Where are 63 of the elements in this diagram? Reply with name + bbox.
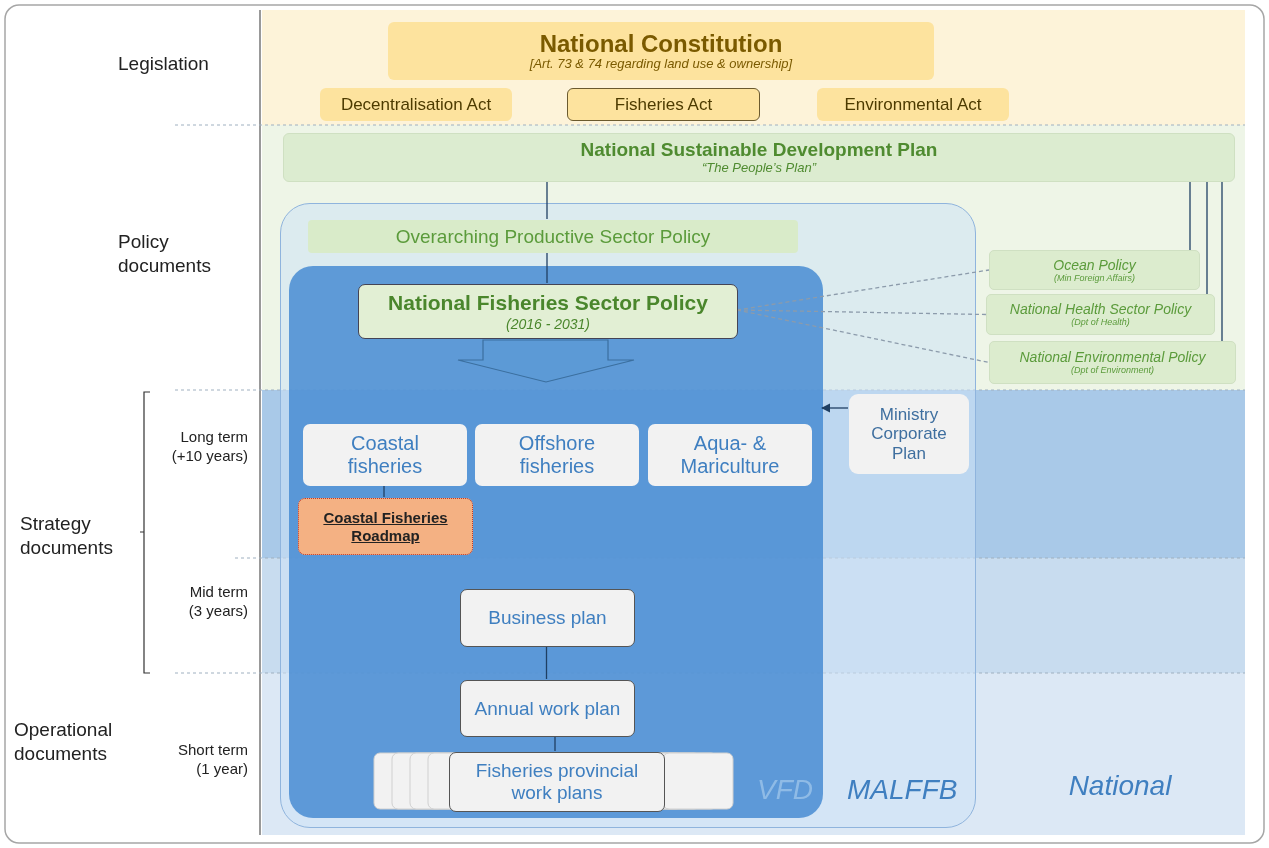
connector-line: [1206, 181, 1208, 295]
connector-line: [1189, 181, 1191, 251]
box-label: Decentralisation Act: [339, 94, 493, 115]
policy-box: [358, 284, 738, 339]
document-title: National Health Sector Policy: [1008, 301, 1193, 318]
policy-box: [986, 294, 1215, 335]
box-label: Aqua- & Mariculture: [679, 432, 781, 478]
box-label: Coastal fisheries: [346, 432, 424, 478]
connector-line: [546, 251, 548, 284]
box-label: Overarching Productive Sector Policy: [394, 225, 712, 248]
document-subtitle: (Dpt of Environment): [1070, 365, 1155, 376]
box-label: Fisheries Act: [613, 94, 714, 115]
document-subtitle: “The People’s Plan”: [701, 160, 817, 176]
policy-box: [308, 220, 798, 253]
document-subtitle: [Art. 73 & 74 regarding land use & ownership]: [528, 57, 794, 73]
box-label: Ministry Corporate Plan: [870, 404, 948, 464]
row-label: Legislation: [118, 52, 210, 76]
connector-line: [545, 645, 548, 680]
document-box: [388, 22, 934, 80]
document-title: National Constitution: [538, 29, 784, 58]
box-label: Coastal Fisheries Roadmap: [322, 509, 449, 544]
strategy-box: [475, 424, 639, 486]
document-title: National Sustainable Development Plan: [579, 139, 939, 161]
strategy-box: [648, 424, 812, 486]
dashed-connector: [736, 309, 990, 364]
row-label: Long term (+10 years): [170, 428, 248, 466]
document-title: Ocean Policy: [1052, 256, 1138, 273]
box-label: Fisheries provincial work plans: [474, 760, 640, 804]
connector-line: [1221, 181, 1223, 342]
document-subtitle: (2016 - 2031): [504, 315, 592, 332]
connector-line: [554, 735, 556, 752]
plan-box: [849, 394, 969, 474]
connector-line: [546, 181, 548, 220]
document-box: [817, 88, 1009, 121]
document-subtitle: (Min Foreign Affairs): [1052, 272, 1136, 284]
plan-box: [460, 589, 635, 647]
box-label: Environmental Act: [843, 94, 983, 115]
plan-box: [283, 133, 1235, 182]
plan-box: [449, 752, 665, 812]
box-label: Business plan: [487, 607, 608, 629]
connector-line: [383, 484, 385, 498]
document-title: National Environmental Policy: [1018, 349, 1207, 366]
document-box: [567, 88, 760, 121]
box-label: Offshore fisheries: [517, 432, 597, 478]
box-label: Annual work plan: [473, 697, 622, 720]
row-label: Strategy documents: [20, 512, 114, 560]
region-label: MALFFB: [847, 774, 958, 807]
policy-box: [989, 250, 1200, 290]
row-label: Operational documents: [14, 718, 114, 766]
row-label: Short term (1 year): [176, 741, 248, 779]
row-label: Policy documents: [118, 230, 212, 278]
row-label: Mid term (3 years): [187, 583, 248, 621]
strategy-box: [303, 424, 467, 486]
policy-box: [989, 341, 1236, 384]
region-label: National: [1067, 769, 1173, 803]
arrow: [821, 403, 849, 413]
roadmap-box: [298, 498, 473, 555]
department-region: [289, 266, 823, 818]
plan-box: [460, 680, 635, 737]
document-subtitle: (Dpt of Health): [1070, 317, 1131, 328]
document-box: [320, 88, 512, 121]
ministry-region: [280, 203, 976, 828]
document-title: National Fisheries Sector Policy: [387, 291, 709, 316]
